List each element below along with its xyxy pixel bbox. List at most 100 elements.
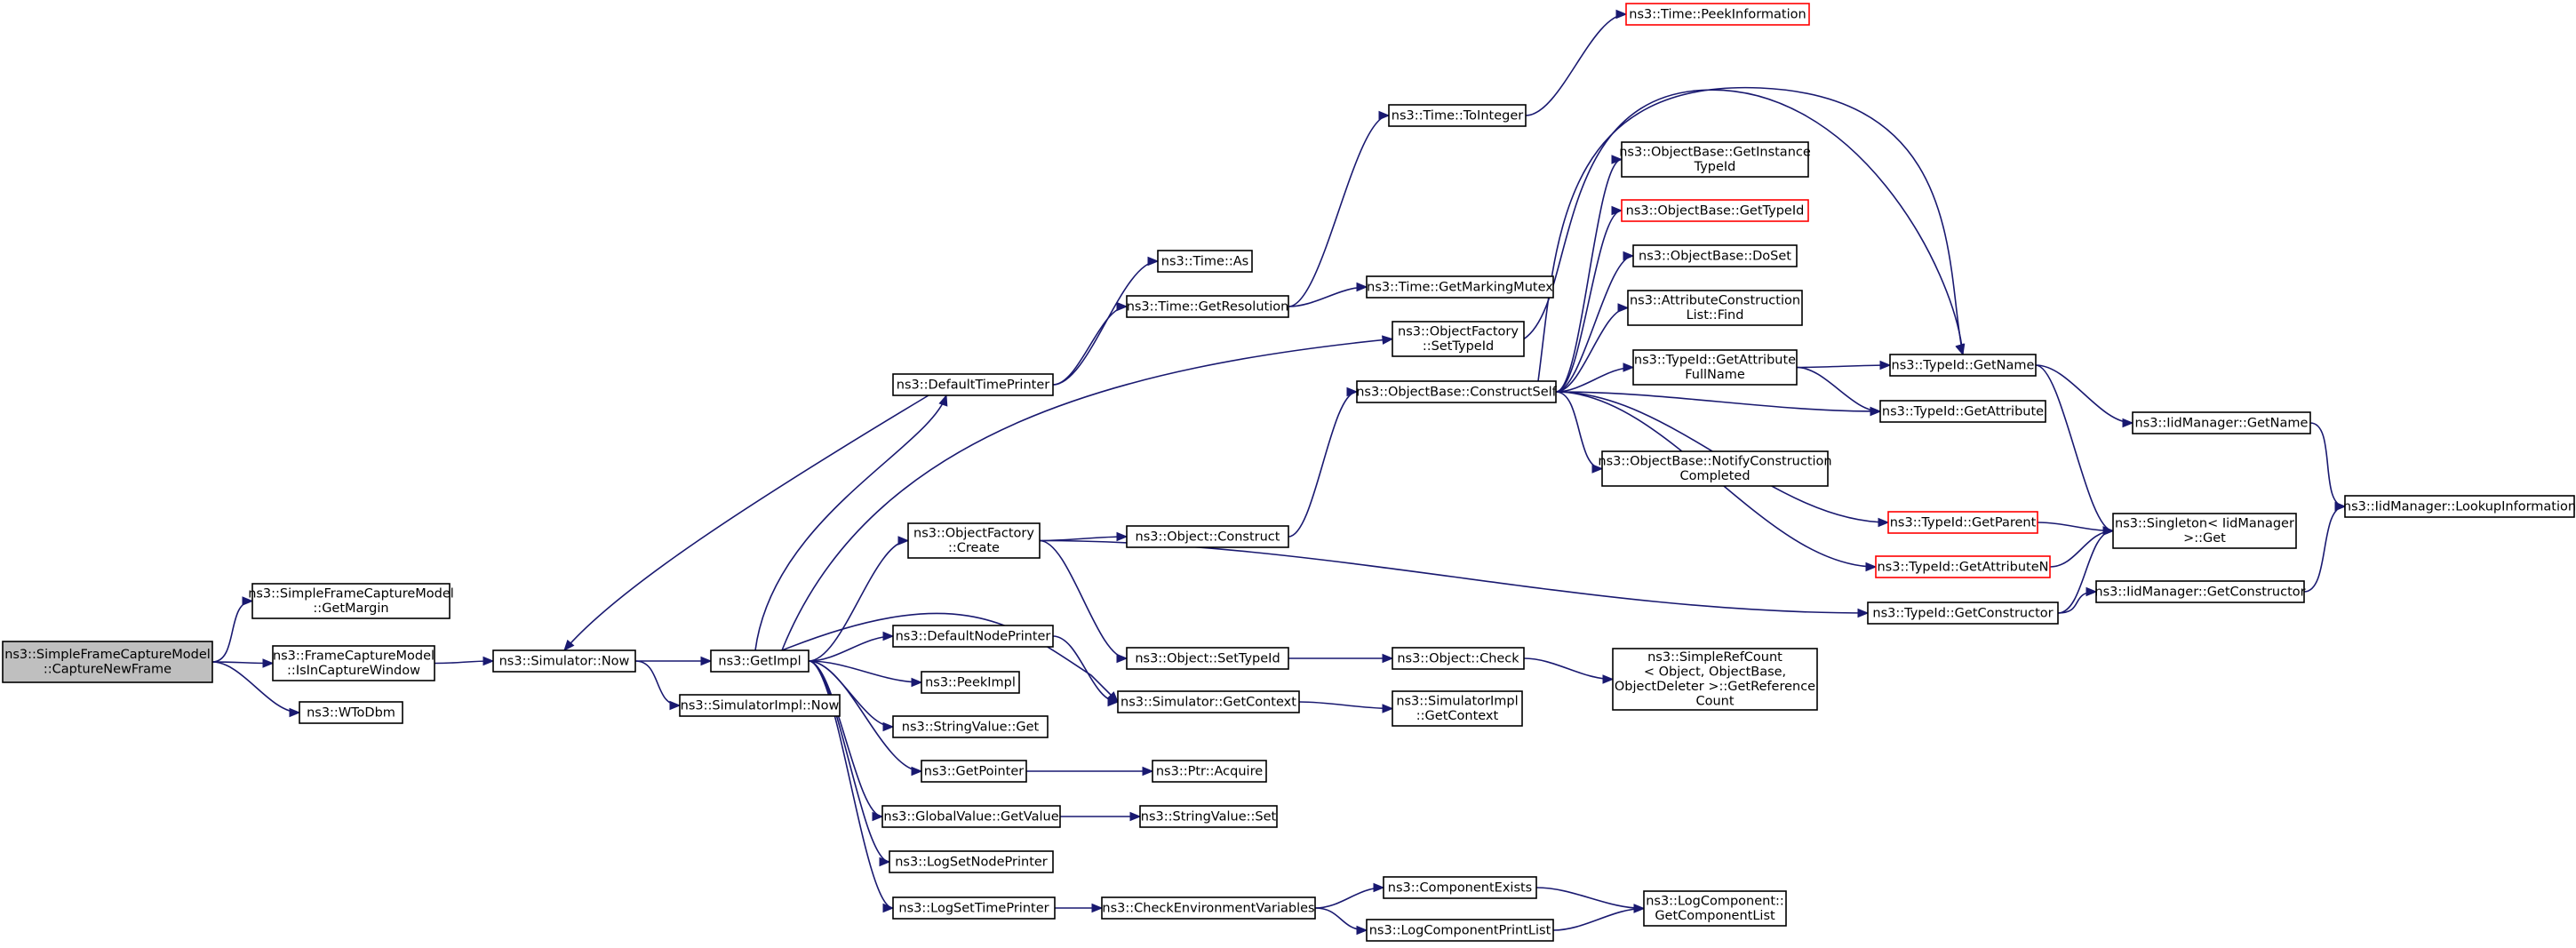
function-node[interactable]: ns3::IidManager::LookupInformation <box>2343 495 2576 518</box>
function-node[interactable]: ns3::Simulator::Now <box>492 649 636 673</box>
function-node-label: ns3::LogSetNodePrinter <box>895 855 1048 869</box>
function-node-label: ns3::ObjectBase::DoSet <box>1639 249 1791 263</box>
function-node[interactable]: ns3::Object::Construct <box>1126 525 1289 548</box>
function-node-box <box>272 645 435 681</box>
function-node[interactable]: ns3::TypeId::GetName <box>1889 354 2037 377</box>
call-edge <box>1796 366 1881 412</box>
function-node-label: ::GetMargin <box>313 601 388 616</box>
function-node[interactable]: ns3::CheckEnvironmentVariables <box>1101 896 1316 920</box>
call-arrowhead <box>1865 562 1878 572</box>
function-node-box <box>2 641 213 683</box>
function-node[interactable]: ns3::ComponentExists <box>1383 876 1537 899</box>
function-node[interactable]: ns3::Singleton< IidManager >::Get <box>2112 513 2297 549</box>
call-arrowhead <box>242 596 254 606</box>
call-arrowhead <box>669 700 682 711</box>
function-node-label: ns3::Simulator::GetContext <box>1121 695 1296 709</box>
function-node[interactable]: ns3::Ptr::Acquire <box>1152 760 1267 783</box>
call-edge <box>1537 86 1964 382</box>
function-node[interactable]: ns3::ObjectFactory::SetTypeId <box>1392 321 1525 357</box>
function-node[interactable]: ns3::ObjectBase::DoSet <box>1632 244 1798 267</box>
function-node[interactable]: ns3::Object::SetTypeId <box>1126 647 1289 670</box>
function-node[interactable]: ns3::TypeId::GetAttributeN <box>1875 555 2051 578</box>
function-node-label: ns3::PeekImpl <box>925 675 1016 689</box>
function-node[interactable]: ns3::IidManager::GetName <box>2132 411 2311 434</box>
function-node[interactable]: ns3::TypeId::GetAttribute <box>1879 400 2046 423</box>
call-edge <box>2303 506 2346 593</box>
function-node[interactable]: ns3::ObjectFactory::Create <box>907 522 1041 559</box>
function-node-box <box>921 671 1020 694</box>
function-node-label: ns3::Time::As <box>1161 254 1248 268</box>
call-arrowhead <box>1879 360 1892 370</box>
function-node[interactable]: ns3::Time::GetMarkingMutex <box>1366 275 1554 299</box>
function-node[interactable]: ns3::Time::As <box>1157 250 1253 273</box>
call-arrowhead <box>882 631 895 641</box>
function-node-label: ::IsInCaptureWindow <box>287 664 420 678</box>
call-edge <box>1555 391 1881 412</box>
function-node[interactable]: ns3::SimpleRefCount< Object, ObjectBase,… <box>1612 648 1818 711</box>
call-arrowhead <box>938 394 948 407</box>
function-node[interactable]: ns3::IidManager::GetConstructor <box>2094 580 2306 603</box>
function-node[interactable]: ns3::LogSetTimePrinter <box>892 896 1056 920</box>
function-node[interactable]: ns3::StringValue::Get <box>892 715 1049 738</box>
call-edge <box>808 660 922 772</box>
function-node[interactable]: ns3::GlobalValue::GetValue <box>881 805 1061 828</box>
function-node-label: ns3::Time::GetMarkingMutex <box>1367 280 1553 294</box>
function-node[interactable]: ns3::ObjectBase::GetTypeId <box>1621 199 1809 222</box>
function-node-box <box>907 522 1041 559</box>
call-edge <box>781 338 1393 651</box>
call-arrowhead <box>2334 501 2347 512</box>
call-edge <box>1525 13 1627 116</box>
function-node[interactable]: ns3::FrameCaptureModel::IsInCaptureWindo… <box>272 645 435 681</box>
function-node[interactable]: ns3::LogComponent::GetComponentList <box>1643 890 1787 927</box>
function-node[interactable]: ns3::ObjectBase::NotifyConstructionCompl… <box>1598 450 1832 487</box>
function-node-box <box>1356 380 1557 403</box>
function-node[interactable]: ns3::SimulatorImpl::GetContext <box>1392 690 1523 727</box>
call-edge <box>1555 391 1603 470</box>
function-node[interactable]: ns3::WToDbm <box>299 701 403 724</box>
function-node[interactable]: ns3::Time::PeekInformation <box>1625 3 1810 26</box>
function-node-box <box>1117 690 1300 713</box>
function-node-box <box>1625 3 1810 26</box>
call-edge <box>1523 89 1964 355</box>
call-arrowhead <box>1857 608 1870 618</box>
call-arrowhead <box>1870 406 1882 417</box>
function-node[interactable]: ns3::Time::ToInteger <box>1388 104 1527 127</box>
function-node-label: ns3::WToDbm <box>307 705 395 720</box>
function-node-label: ::SetTypeId <box>1423 339 1494 354</box>
function-node-label: ::GetContext <box>1416 709 1499 723</box>
function-node[interactable]: ns3::StringValue::Set <box>1139 805 1278 828</box>
function-node[interactable]: ns3::TypeId::GetConstructor <box>1867 601 2059 625</box>
function-node-box <box>1643 890 1787 927</box>
function-node[interactable]: ns3::LogComponentPrintList <box>1366 919 1554 942</box>
function-node-label: ns3::LogSetTimePrinter <box>898 901 1049 915</box>
function-node[interactable]: ns3::Simulator::GetContext <box>1117 690 1300 713</box>
function-node-label: ns3::IidManager::LookupInformation <box>2343 499 2576 514</box>
function-node[interactable]: ns3::GetImpl <box>710 649 809 673</box>
function-node[interactable]: ns3::ObjectBase::ConstructSelf <box>1356 380 1558 403</box>
function-nodes: ns3::SimpleFrameCaptureModel::CaptureNew… <box>2 3 2576 942</box>
function-node-label: ns3::SimulatorImpl <box>1396 695 1518 709</box>
call-arrowhead <box>1129 811 1142 822</box>
function-node[interactable]: ns3::SimulatorImpl::Now <box>679 694 841 717</box>
call-arrowhead <box>1611 155 1623 164</box>
function-node-box <box>889 850 1054 873</box>
function-node-label: ObjectDeleter >::GetReference <box>1615 680 1815 694</box>
function-node[interactable]: ns3::TypeId::GetParent <box>1887 511 2038 534</box>
function-node[interactable]: ns3::DefaultTimePrinter <box>892 373 1054 396</box>
call-edge <box>808 660 894 909</box>
function-node-label: ns3::SimulatorImpl::Now <box>681 698 840 713</box>
function-node-label: ns3::TypeId::GetAttribute <box>1634 354 1796 368</box>
call-arrowhead <box>1382 704 1394 713</box>
function-node[interactable]: ns3::LogSetNodePrinter <box>889 850 1054 873</box>
function-node[interactable]: ns3::GetPointer <box>921 760 1027 783</box>
function-node[interactable]: ns3::DefaultNodePrinter <box>892 625 1054 648</box>
function-node[interactable]: ns3::PeekImpl <box>921 671 1020 694</box>
call-edge <box>1052 260 1159 386</box>
function-node[interactable]: ns3::SimpleFrameCaptureModel::GetMargin <box>248 583 454 619</box>
function-node[interactable]: ns3::Object::Check <box>1392 647 1525 670</box>
function-node[interactable]: ns3::Time::GetResolution <box>1126 295 1289 318</box>
function-node-box <box>1152 760 1267 783</box>
